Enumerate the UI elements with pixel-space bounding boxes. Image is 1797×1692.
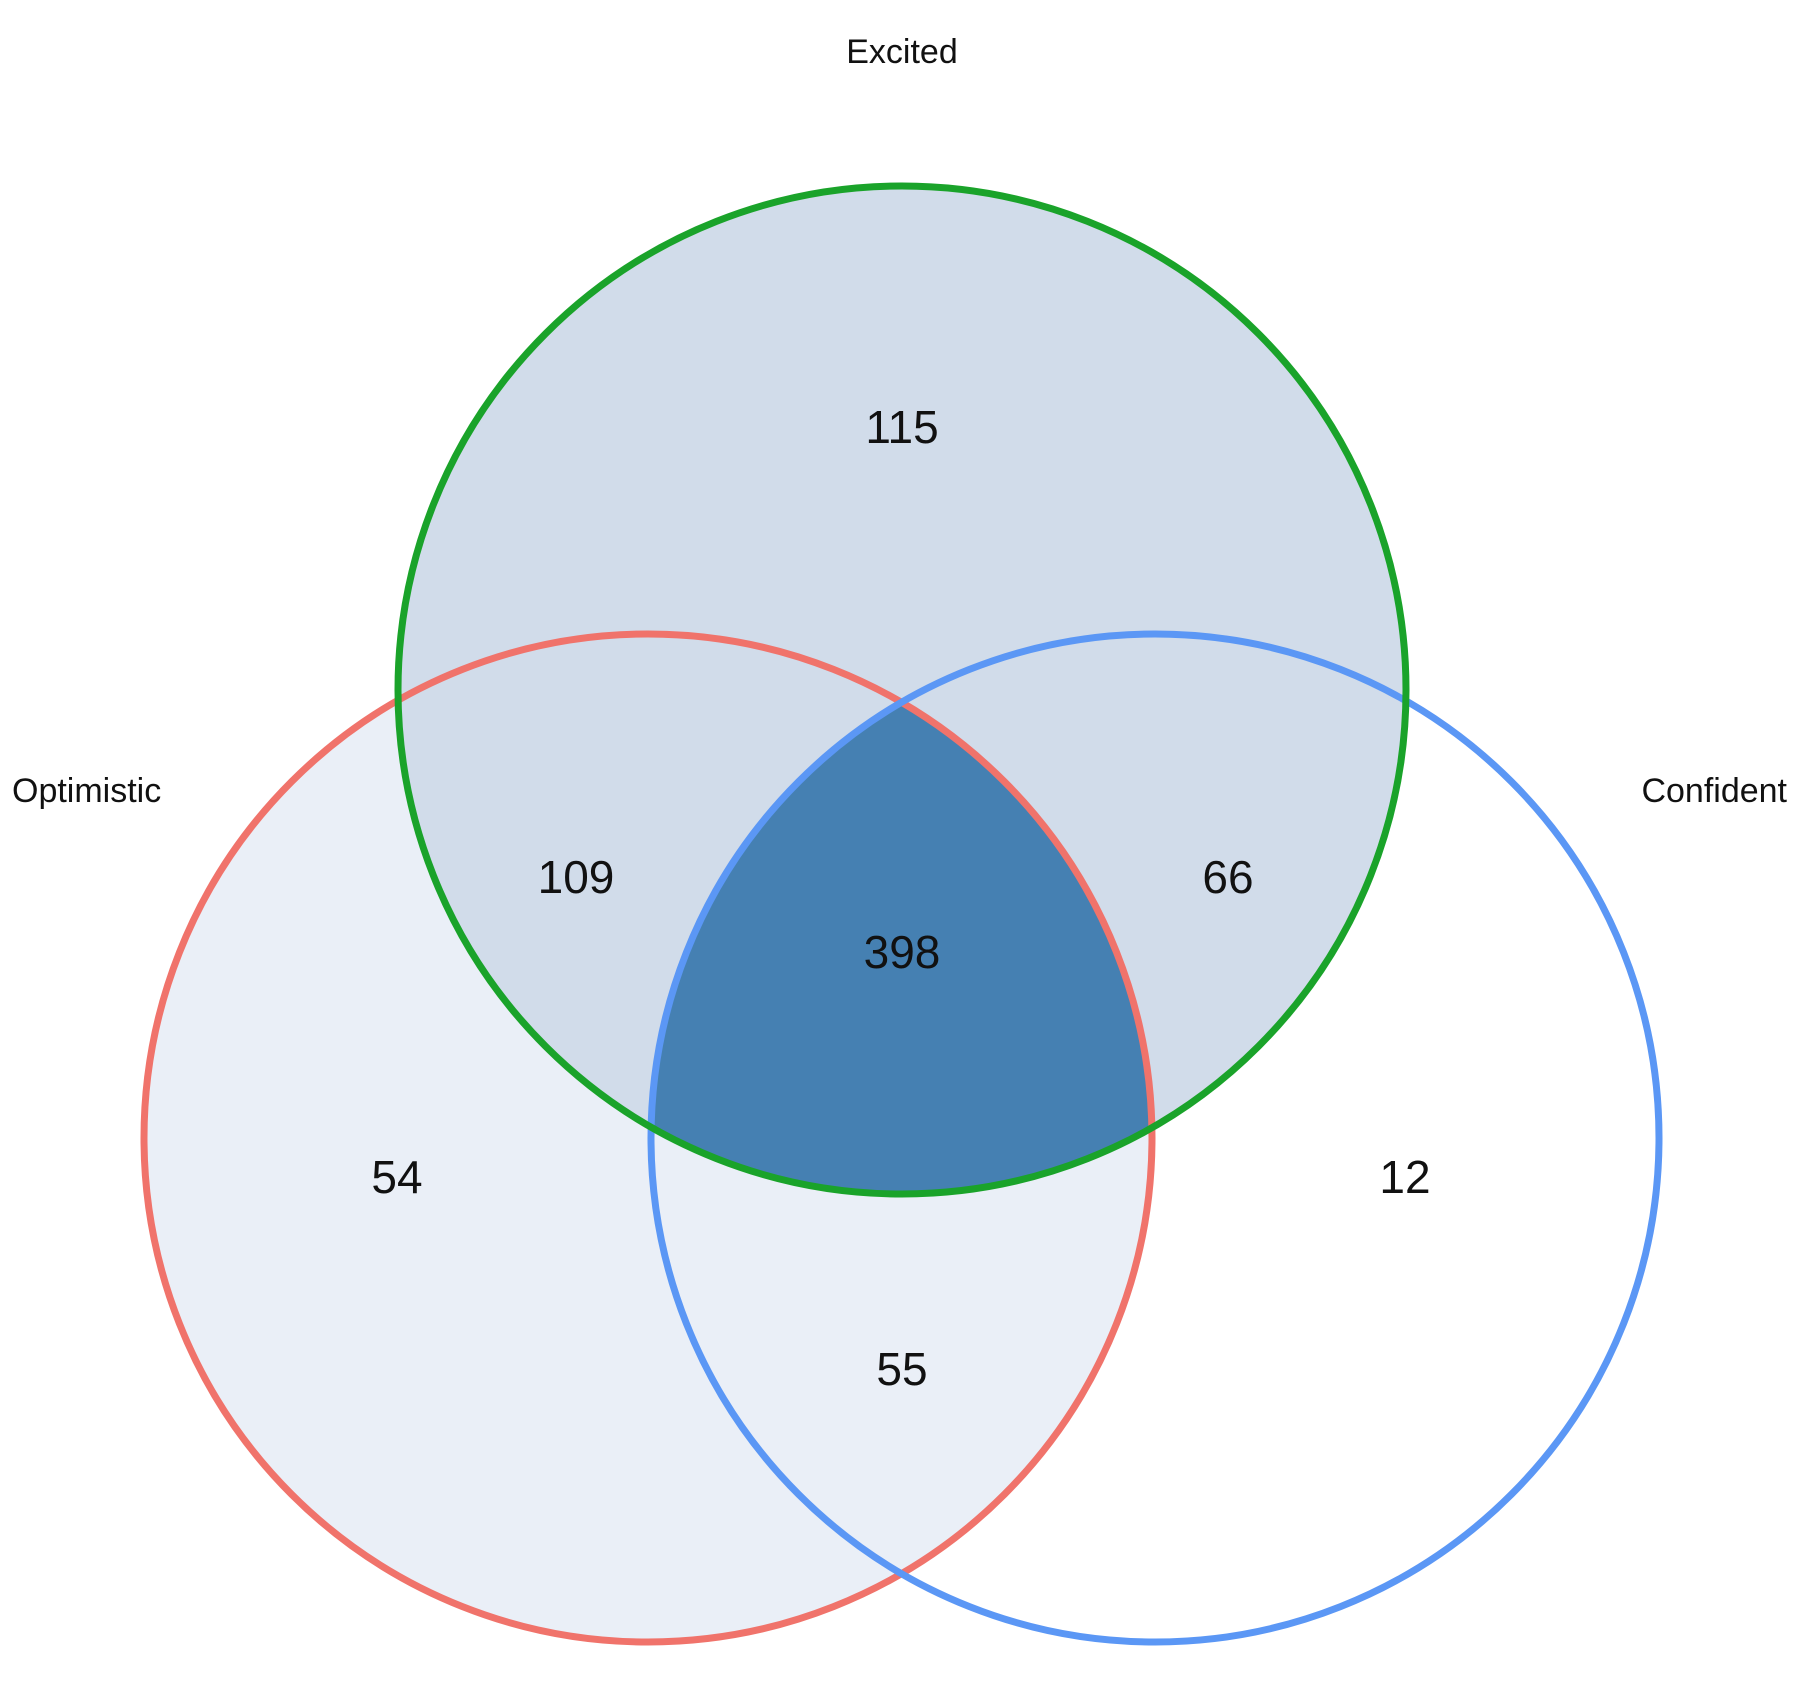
optimistic-label: Optimistic	[12, 772, 161, 810]
excited-optimistic-count: 109	[538, 851, 615, 903]
confident-label: Confident	[1641, 772, 1787, 810]
excited-circle	[394, 182, 1410, 1198]
excited-only-count: 115	[865, 401, 938, 453]
confident-only-count: 12	[1379, 1151, 1430, 1203]
excited-label: Excited	[846, 33, 958, 71]
excited-confident-count: 66	[1202, 851, 1253, 903]
optimistic-confident-count: 55	[876, 1343, 927, 1395]
excited-fill	[398, 186, 1406, 1194]
confident-circle	[647, 630, 1663, 1646]
all-three-count: 398	[864, 926, 941, 978]
optimistic-circle	[140, 630, 1156, 1646]
optimistic-only-count: 54	[371, 1151, 422, 1203]
